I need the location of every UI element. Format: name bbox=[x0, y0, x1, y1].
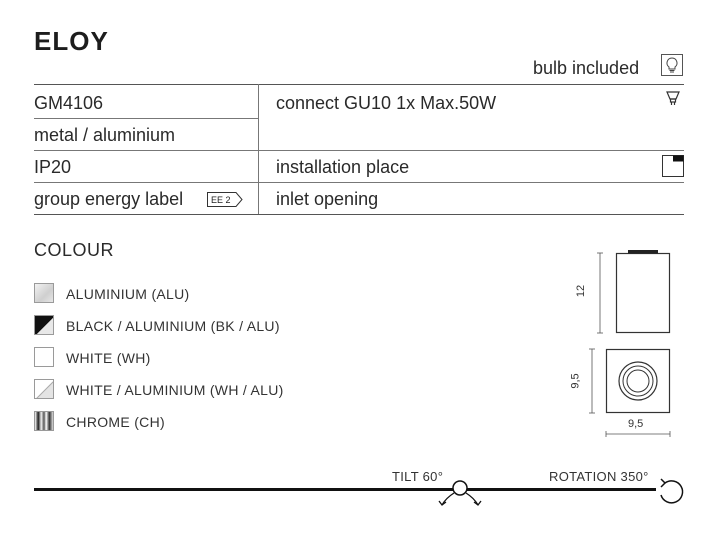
side-dimension: 9,5 bbox=[569, 373, 582, 389]
colour-option-label: WHITE (WH) bbox=[66, 350, 151, 366]
swatch-aluminium bbox=[34, 283, 54, 303]
colour-option-label: BLACK / ALUMINIUM (BK / ALU) bbox=[66, 318, 280, 334]
swatch-black-aluminium bbox=[34, 315, 54, 335]
bulb-included-label: bulb included bbox=[533, 58, 640, 78]
tilt-icon bbox=[434, 478, 486, 508]
table-bottom-border bbox=[34, 214, 684, 215]
ip-rating: IP20 bbox=[34, 157, 72, 177]
swatch-white bbox=[34, 347, 54, 367]
movement-line bbox=[466, 488, 656, 491]
colour-option-label: WHITE / ALUMINIUM (WH / ALU) bbox=[66, 382, 284, 398]
tilt-label: TILT 60° bbox=[392, 469, 444, 484]
width-dimension: 9,5 bbox=[628, 418, 644, 430]
energy-label-text: group energy label bbox=[34, 189, 184, 209]
lightbulb-icon bbox=[661, 54, 683, 76]
rotation-label: ROTATION 350° bbox=[549, 469, 649, 484]
table-divider bbox=[34, 118, 258, 119]
side-view-drawing bbox=[570, 242, 690, 442]
swatch-white-aluminium bbox=[34, 379, 54, 399]
movement-line bbox=[34, 488, 454, 491]
energy-badge-text: EE 2 bbox=[211, 195, 231, 205]
height-dimension: 12 bbox=[575, 284, 588, 298]
product-code: GM4106 bbox=[34, 93, 104, 113]
energy-badge-icon: EE 2 bbox=[207, 192, 243, 207]
table-divider bbox=[34, 182, 684, 183]
colour-option-label: CHROME (CH) bbox=[66, 414, 165, 430]
installation-text: installation place bbox=[276, 157, 410, 177]
swatch-chrome bbox=[34, 411, 54, 431]
ceiling-mount-icon bbox=[662, 155, 684, 177]
table-top-border bbox=[34, 84, 684, 85]
connect-text: connect GU10 1x Max.50W bbox=[276, 93, 497, 113]
colour-section-title: COLOUR bbox=[34, 240, 115, 260]
colour-option-label: ALUMINIUM (ALU) bbox=[66, 286, 190, 302]
material-text: metal / aluminium bbox=[34, 125, 176, 145]
product-title: ELOY bbox=[34, 26, 109, 56]
table-column-divider bbox=[258, 84, 259, 214]
inlet-text: inlet opening bbox=[276, 189, 379, 209]
rotation-icon bbox=[655, 475, 689, 507]
table-divider bbox=[34, 150, 684, 151]
gu10-bulb-icon bbox=[664, 90, 682, 108]
